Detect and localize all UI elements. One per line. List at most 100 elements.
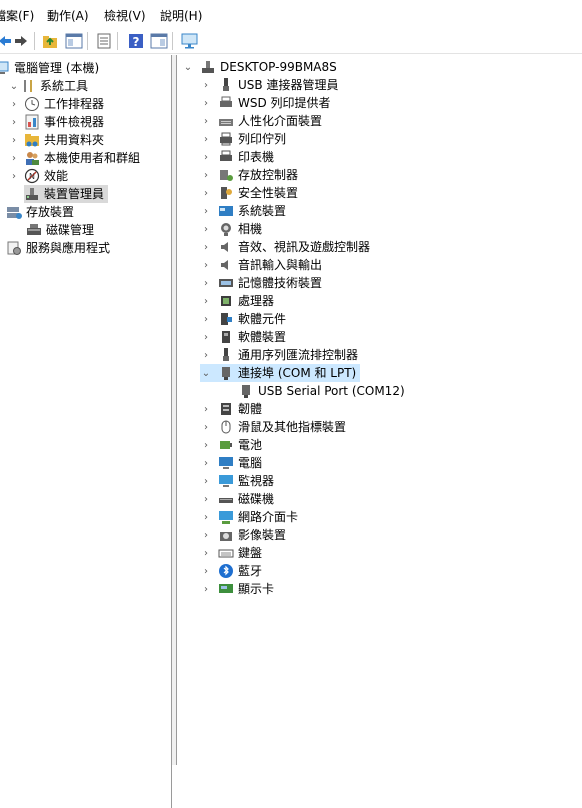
expand-chevron-icon[interactable]: › (204, 565, 208, 577)
device-category-monitor[interactable]: ›監視器 (200, 472, 274, 490)
pane-splitter[interactable] (172, 55, 177, 765)
tree-item-task-scheduler[interactable]: › 工作排程器 (8, 95, 104, 113)
properties-icon (97, 33, 111, 49)
expand-chevron-icon[interactable]: › (204, 169, 208, 181)
expand-chevron-icon[interactable]: › (204, 457, 208, 469)
expand-chevron-icon[interactable]: › (204, 97, 208, 109)
tree-root-computer-management[interactable]: 電腦管理 (本機) (0, 59, 99, 77)
expand-chevron-icon[interactable]: › (204, 133, 208, 145)
device-usb-serial-port[interactable]: USB Serial Port (COM12) (238, 382, 405, 400)
expand-chevron-icon[interactable]: › (12, 152, 16, 164)
properties-button[interactable] (93, 30, 115, 52)
expand-chevron-icon[interactable]: › (204, 223, 208, 235)
svg-text:N: N (29, 172, 35, 181)
expand-chevron-icon[interactable]: › (204, 349, 208, 361)
device-category-system-device[interactable]: ›系統裝置 (200, 202, 286, 220)
expand-chevron-icon[interactable]: › (204, 529, 208, 541)
device-category-memory-technology[interactable]: ›記憶體技術裝置 (200, 274, 322, 292)
device-category-mouse[interactable]: ›滑鼠及其他指標裝置 (200, 418, 346, 436)
device-category-wsd-printer[interactable]: ›WSD 列印提供者 (200, 94, 331, 112)
device-category-computer[interactable]: ›電腦 (200, 454, 262, 472)
device-category-keyboard[interactable]: ›鍵盤 (200, 544, 262, 562)
expand-chevron-icon[interactable]: › (204, 151, 208, 163)
device-category-firmware[interactable]: ›韌體 (200, 400, 262, 418)
shared-folder-icon (24, 132, 40, 148)
tree-item-shared-folders[interactable]: › 共用資料夾 (8, 131, 104, 149)
expand-chevron-icon[interactable]: › (12, 116, 16, 128)
device-category-sound-video[interactable]: ›音效、視訊及遊戲控制器 (200, 238, 370, 256)
tree-item-performance[interactable]: › N 效能 (8, 167, 68, 185)
collapse-chevron-icon[interactable]: ⌄ (183, 61, 193, 73)
device-category-processor[interactable]: ›處理器 (200, 292, 274, 310)
tree-item-disk-management[interactable]: 磁碟管理 (26, 221, 94, 239)
menu-action[interactable]: 動作(A) (47, 9, 89, 23)
device-category-print-queue[interactable]: ›列印佇列 (200, 130, 286, 148)
device-category-hid[interactable]: ›人性化介面裝置 (200, 112, 322, 130)
show-hide-action-pane-button[interactable] (148, 30, 170, 52)
expand-chevron-icon[interactable]: › (204, 79, 208, 91)
expand-chevron-icon[interactable]: › (204, 277, 208, 289)
device-category-network-adapter[interactable]: ›網路介面卡 (200, 508, 298, 526)
device-category-usb-connector[interactable]: ›USB 連接器管理員 (200, 76, 338, 94)
device-category-port[interactable]: ⌄連接埠 (COM 和 LPT) (200, 364, 361, 382)
expand-chevron-icon[interactable]: › (204, 493, 208, 505)
device-tree-root[interactable]: ⌄ DESKTOP-99BMA8S (183, 60, 337, 74)
storage-controller-icon (218, 167, 234, 183)
expand-chevron-icon[interactable]: › (204, 205, 208, 217)
expand-chevron-icon[interactable]: › (204, 547, 208, 559)
expand-chevron-icon[interactable]: › (204, 583, 208, 595)
expand-chevron-icon[interactable]: › (204, 259, 208, 271)
expand-chevron-icon[interactable]: › (204, 187, 208, 199)
up-folder-button[interactable] (39, 30, 61, 52)
disk-icon (26, 222, 42, 238)
expand-chevron-icon[interactable]: › (204, 421, 208, 433)
back-button[interactable] (0, 30, 16, 52)
menu-view[interactable]: 檢視(V) (104, 9, 146, 23)
expand-chevron-icon[interactable]: › (204, 115, 208, 127)
device-category-software-component[interactable]: ›軟體元件 (200, 310, 286, 328)
device-category-bluetooth[interactable]: ›藍牙 (200, 562, 262, 580)
imaging-device-icon (218, 527, 234, 543)
collapse-chevron-icon[interactable]: ⌄ (201, 367, 211, 379)
action-pane-icon (150, 33, 168, 49)
expand-chevron-icon[interactable]: › (204, 511, 208, 523)
device-category-software-device[interactable]: ›軟體裝置 (200, 328, 286, 346)
tools-icon (20, 78, 36, 94)
expand-chevron-icon[interactable]: › (204, 295, 208, 307)
expand-chevron-icon[interactable]: › (204, 439, 208, 451)
expand-chevron-icon[interactable]: › (12, 170, 16, 182)
help-button[interactable]: ? (125, 30, 147, 52)
device-category-storage-controller[interactable]: ›存放控制器 (200, 166, 298, 184)
expand-chevron-icon[interactable]: › (204, 403, 208, 415)
device-category-display-adapter[interactable]: ›顯示卡 (200, 580, 274, 598)
device-category-printer[interactable]: ›印表機 (200, 148, 274, 166)
expand-chevron-icon[interactable]: › (204, 475, 208, 487)
device-category-camera[interactable]: ›相機 (200, 220, 262, 238)
expand-chevron-icon[interactable]: › (204, 331, 208, 343)
expand-chevron-icon[interactable]: › (204, 241, 208, 253)
show-hide-tree-button[interactable] (63, 30, 85, 52)
tree-item-system-tools[interactable]: ⌄ 系統工具 (9, 78, 89, 94)
menu-file[interactable]: 檔案(F) (0, 9, 35, 23)
forward-button[interactable] (10, 30, 32, 52)
expand-chevron-icon[interactable]: › (12, 134, 16, 146)
clock-icon (24, 96, 40, 112)
device-category-imaging-device[interactable]: ›影像裝置 (200, 526, 286, 544)
device-category-disk-drive[interactable]: ›磁碟機 (200, 490, 274, 508)
tree-item-local-users-groups[interactable]: › 本機使用者和群組 (8, 149, 140, 167)
menu-help[interactable]: 說明(H) (160, 9, 203, 23)
tree-item-device-manager[interactable]: 裝置管理員 (24, 185, 109, 203)
services-icon (6, 240, 22, 256)
device-category-security-device[interactable]: ›安全性裝置 (200, 184, 298, 202)
tree-item-event-viewer[interactable]: › 事件檢視器 (8, 113, 104, 131)
device-category-battery[interactable]: ›電池 (200, 436, 262, 454)
tree-item-storage[interactable]: 存放裝置 (6, 203, 74, 221)
device-category-audio-io[interactable]: ›音訊輸入與輸出 (200, 256, 322, 274)
expand-chevron-icon[interactable]: › (12, 98, 16, 110)
collapse-chevron-icon[interactable]: ⌄ (9, 80, 19, 92)
scan-hardware-button[interactable] (179, 30, 201, 52)
expand-chevron-icon[interactable]: › (204, 313, 208, 325)
device-category-usb-controller[interactable]: ›通用序列匯流排控制器 (200, 346, 358, 364)
tree-item-services-applications[interactable]: 服務與應用程式 (6, 239, 110, 257)
software-device-icon (218, 329, 234, 345)
